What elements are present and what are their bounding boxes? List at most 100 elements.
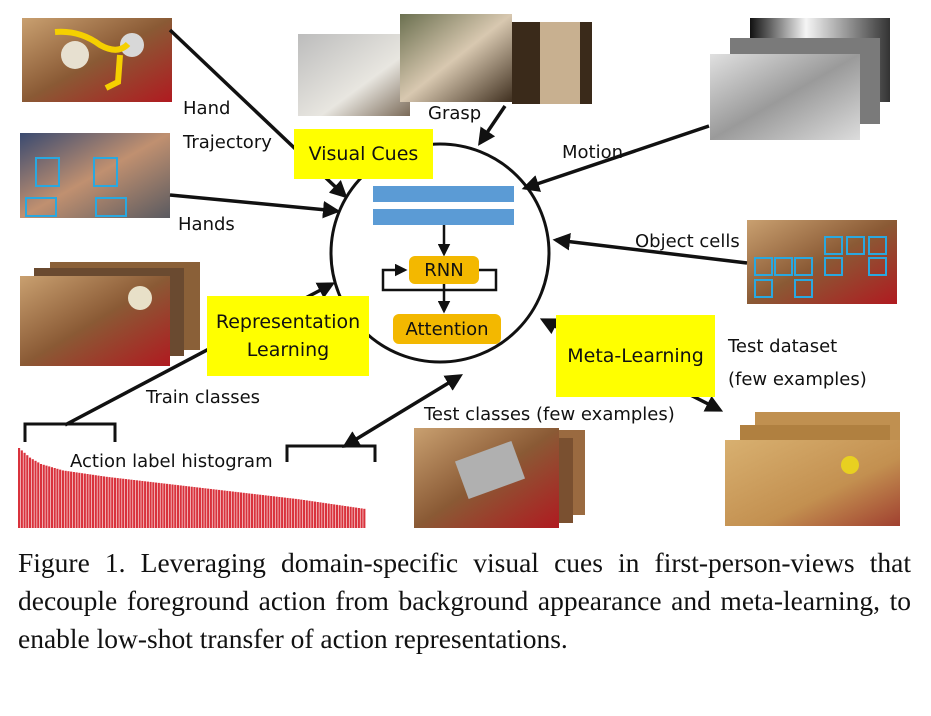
histogram-bar bbox=[28, 457, 32, 528]
object-cells-image bbox=[747, 220, 897, 304]
histogram-bar bbox=[59, 469, 62, 528]
histogram-bar bbox=[201, 488, 204, 528]
histogram-bar bbox=[94, 475, 97, 528]
histogram-bar bbox=[338, 505, 341, 528]
histogram-bar bbox=[264, 495, 267, 528]
histogram-bar bbox=[67, 471, 70, 528]
histogram-bar bbox=[174, 484, 177, 528]
histogram-bar bbox=[42, 464, 45, 528]
visual-cues-box: Visual Cues bbox=[294, 129, 433, 179]
histogram-bar bbox=[124, 479, 128, 528]
histogram-bar bbox=[324, 503, 328, 528]
hand-label: Hand bbox=[183, 98, 231, 119]
histogram-bar bbox=[327, 503, 330, 528]
histogram-bar bbox=[275, 496, 278, 528]
histogram-bar bbox=[316, 502, 319, 528]
histogram-bar bbox=[23, 452, 26, 528]
histogram-bar bbox=[215, 489, 218, 528]
figure-diagram bbox=[18, 14, 900, 528]
histogram-bar bbox=[311, 501, 314, 528]
histogram-bar bbox=[111, 477, 114, 528]
histogram-bar bbox=[237, 492, 240, 528]
histogram-bar bbox=[70, 471, 73, 528]
histogram-bar bbox=[53, 468, 56, 528]
histogram-bar bbox=[242, 492, 245, 528]
histogram-bar bbox=[31, 459, 34, 528]
test-dataset-images bbox=[725, 412, 900, 526]
histogram-bar bbox=[248, 493, 251, 528]
histogram-bar bbox=[34, 460, 37, 528]
motion-images bbox=[710, 18, 890, 140]
rnn-recurrent-loop bbox=[381, 263, 498, 292]
histogram-bar bbox=[176, 485, 180, 528]
histogram-bar bbox=[239, 492, 243, 528]
histogram-bar bbox=[72, 472, 75, 528]
histogram-bar bbox=[355, 507, 358, 528]
histogram-bar bbox=[234, 491, 237, 528]
histogram-bar bbox=[300, 499, 303, 528]
histogram-bar bbox=[39, 464, 43, 528]
histogram-bar bbox=[160, 483, 163, 528]
histogram-bar bbox=[335, 504, 338, 528]
histogram-bar bbox=[179, 485, 182, 528]
histogram-bar bbox=[113, 477, 117, 528]
histogram-bar bbox=[253, 494, 256, 528]
histogram-bar bbox=[204, 488, 207, 528]
histogram-bar bbox=[157, 482, 160, 528]
grasp-label: Grasp bbox=[428, 103, 482, 124]
histogram-bar bbox=[45, 465, 48, 528]
histogram-bar bbox=[346, 506, 349, 528]
histogram-bar bbox=[212, 489, 215, 528]
test-classes-arrow bbox=[342, 374, 463, 448]
histogram-bar bbox=[294, 498, 297, 528]
histogram-bar bbox=[119, 478, 122, 528]
figure-caption: Figure 1. Leveraging domain-specific vis… bbox=[18, 547, 911, 654]
histogram-bar bbox=[278, 496, 281, 528]
histogram-bar bbox=[319, 502, 322, 528]
histogram-bar bbox=[165, 483, 169, 528]
histogram-bar bbox=[250, 493, 254, 528]
histogram-bar bbox=[308, 500, 311, 528]
trajectory-label: Trajectory bbox=[183, 132, 272, 153]
histogram-bar bbox=[130, 479, 133, 528]
histogram-bar bbox=[81, 473, 84, 528]
histogram-bar bbox=[270, 496, 273, 528]
histogram-label: Action label histogram bbox=[70, 451, 273, 472]
histogram-bar bbox=[105, 476, 108, 528]
train-images-stack bbox=[20, 262, 200, 366]
hand-trajectory-image bbox=[22, 18, 172, 102]
histogram-bar bbox=[289, 498, 292, 528]
test-dataset-label: Test dataset bbox=[728, 336, 838, 357]
hands-label: Hands bbox=[178, 214, 235, 235]
histogram-bar bbox=[256, 494, 259, 528]
histogram-bar bbox=[286, 497, 289, 528]
histogram-bar bbox=[196, 487, 199, 528]
histogram-bar bbox=[138, 480, 141, 528]
feature-bar-bottom bbox=[373, 209, 514, 225]
hands-arrow bbox=[169, 193, 341, 219]
histogram-bar bbox=[91, 474, 95, 528]
meta-learning-box: Meta-Learning bbox=[556, 315, 715, 397]
train-classes-label: Train classes bbox=[146, 387, 261, 408]
histogram-bar bbox=[231, 491, 234, 528]
action-label-histogram bbox=[18, 448, 366, 528]
histogram-bar bbox=[83, 473, 86, 528]
histogram-bar bbox=[122, 478, 125, 528]
histogram-bar bbox=[341, 505, 344, 528]
histogram-bar bbox=[292, 498, 295, 528]
rnn-box: RNN bbox=[409, 256, 479, 284]
histogram-bar bbox=[363, 508, 366, 528]
histogram-bar bbox=[281, 497, 284, 528]
histogram-bar bbox=[297, 499, 300, 528]
histogram-bar bbox=[168, 484, 171, 528]
histogram-bar bbox=[102, 476, 106, 528]
histogram-bar bbox=[144, 481, 147, 528]
test-classes-label: Test classes (few examples) bbox=[424, 404, 675, 425]
histogram-bar bbox=[56, 468, 59, 528]
histogram-bar bbox=[78, 472, 81, 528]
histogram-bar bbox=[89, 474, 92, 528]
histogram-bar bbox=[171, 484, 174, 528]
histogram-bar bbox=[100, 476, 103, 528]
object-cells-arrow bbox=[552, 232, 748, 265]
histogram-bar bbox=[207, 488, 210, 528]
